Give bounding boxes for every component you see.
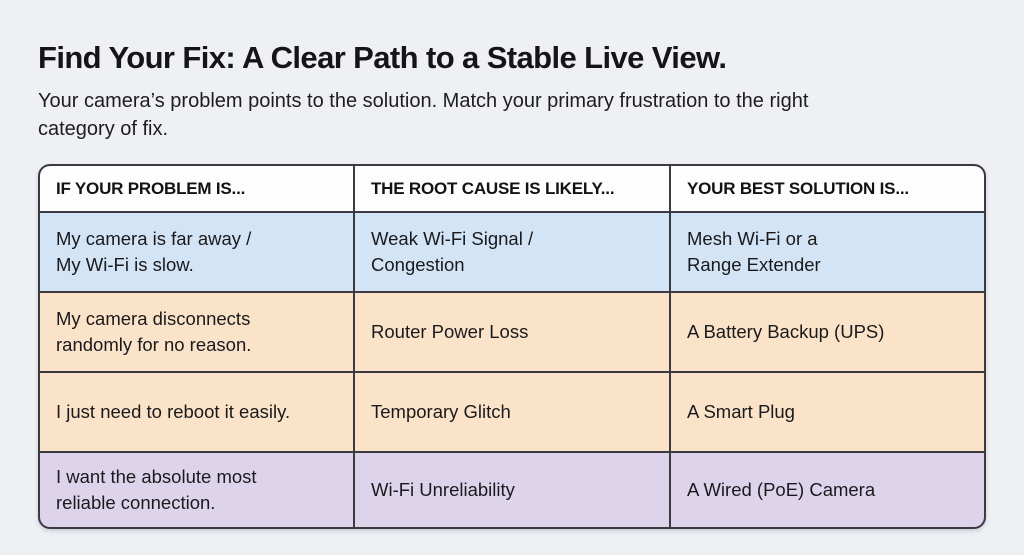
cell-cause-row2: Router Power Loss [355, 293, 669, 371]
cell-problem-row1: My camera is far away / My Wi-Fi is slow… [40, 213, 353, 291]
cell-solution-row2: A Battery Backup (UPS) [671, 293, 984, 371]
cell-solution-row3: A Smart Plug [671, 373, 984, 451]
column-header-cause: THE ROOT CAUSE IS LIKELY... [355, 166, 669, 211]
page-title: Find Your Fix: A Clear Path to a Stable … [38, 40, 727, 75]
cell-cause-row1: Weak Wi-Fi Signal / Congestion [355, 213, 669, 291]
cell-cause-row3: Temporary Glitch [355, 373, 669, 451]
cell-problem-row3: I just need to reboot it easily. [40, 373, 353, 451]
cell-cause-row4: Wi-Fi Unreliability [355, 453, 669, 527]
cell-solution-row1: Mesh Wi-Fi or a Range Extender [671, 213, 984, 291]
page-subtitle: Your camera’s problem points to the solu… [38, 90, 809, 140]
column-header-problem: IF YOUR PROBLEM IS... [40, 166, 353, 211]
column-header-solution: YOUR BEST SOLUTION IS... [671, 166, 984, 211]
cell-problem-row2: My camera disconnects randomly for no re… [40, 293, 353, 371]
fix-comparison-table: IF YOUR PROBLEM IS... THE ROOT CAUSE IS … [38, 164, 986, 529]
cell-problem-row4: I want the absolute most reliable connec… [40, 453, 353, 527]
cell-solution-row4: A Wired (PoE) Camera [671, 453, 984, 527]
